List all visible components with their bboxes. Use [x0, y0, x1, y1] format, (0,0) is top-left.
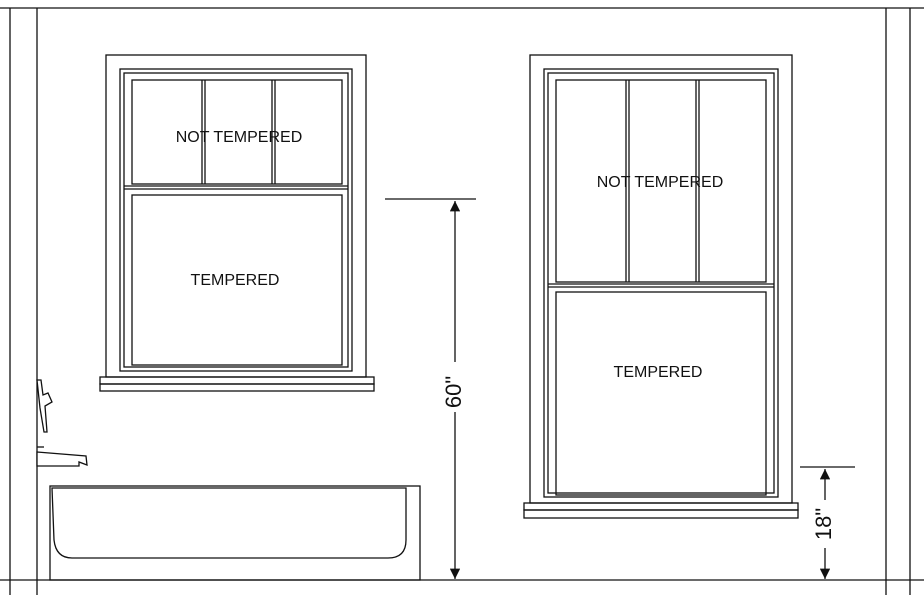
right-upper-sash-label: NOT TEMPERED [597, 174, 724, 191]
dimension-60: 60" [441, 201, 466, 579]
left-upper-sash-label: NOT TEMPERED [176, 129, 303, 146]
dimension-18-label: 18" [811, 508, 836, 540]
window-left [99, 54, 375, 392]
left-lower-sash-label: TEMPERED [191, 272, 280, 289]
extension-lines [385, 198, 855, 468]
tub-faucet [36, 379, 88, 467]
dimension-18: 18" [811, 469, 836, 579]
bathtub [49, 485, 421, 581]
dimension-60-label: 60" [441, 376, 466, 408]
right-lower-sash-label: TEMPERED [614, 364, 703, 381]
window-right [523, 54, 799, 519]
